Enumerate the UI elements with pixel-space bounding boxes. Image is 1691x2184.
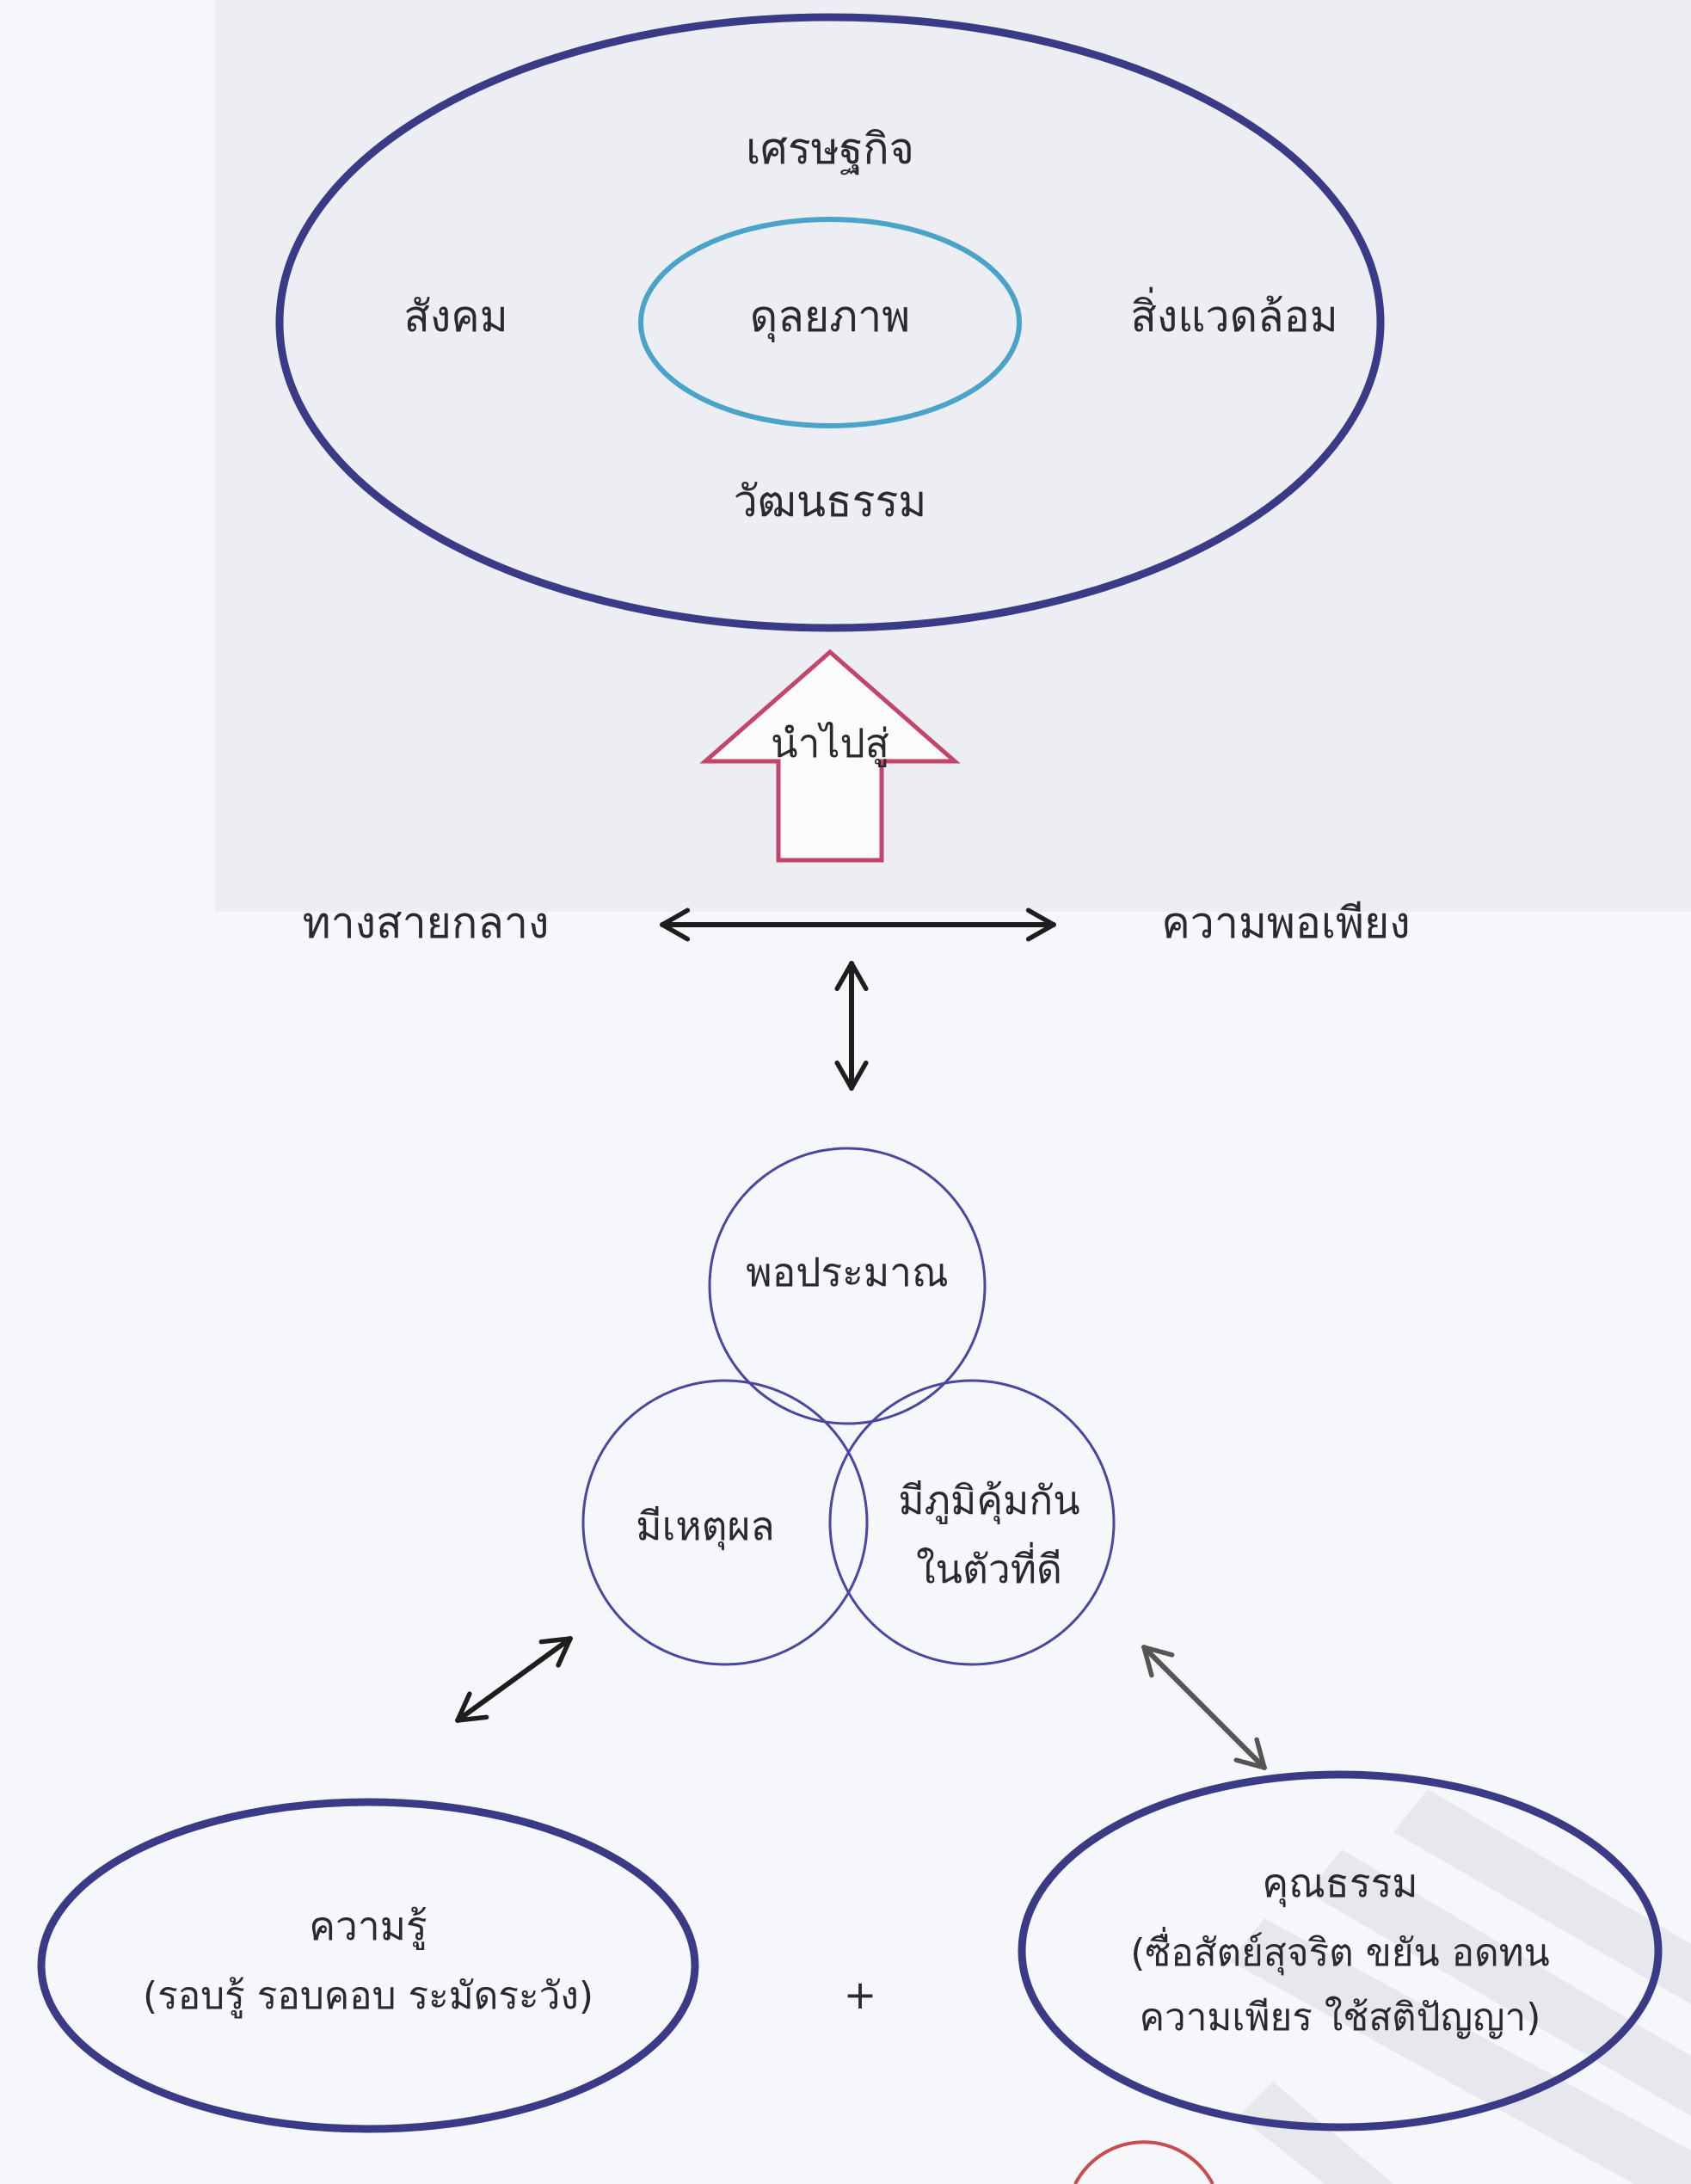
- morality-title: คุณธรรม: [1262, 1860, 1417, 1908]
- venn-circle-reasonableness: [581, 1379, 869, 1666]
- plus-sign: +: [844, 1972, 877, 2018]
- morality-detail-line1: (ซื่อสัตย์สุจริต ขยัน อดทน: [1130, 1926, 1550, 1976]
- stamp-edge: [1073, 2140, 1214, 2184]
- background-panel: [215, 0, 1691, 912]
- middle-path-label: ทางสายกลาง: [303, 898, 550, 948]
- morality-double-arrow: [1141, 1645, 1267, 1770]
- culture-label: วัฒนธรรม: [734, 477, 927, 526]
- society-label: สังคม: [403, 292, 507, 341]
- knowledge-ellipse: [37, 1798, 699, 2133]
- morality-detail-line2: ความเพียร ใช้สติปัญญา): [1140, 1996, 1541, 2039]
- venn-circle-moderation: [708, 1147, 987, 1425]
- balance-label: ดุลยภาพ: [750, 292, 910, 342]
- sufficiency-label: ความพอเพียง: [1161, 898, 1410, 948]
- knowledge-detail: (รอบรู้ รอบคอบ ระมัดระวัง): [143, 1974, 593, 2019]
- moderation-label: พอประมาณ: [746, 1249, 948, 1295]
- immunity-label-line1: มีภูมิคุ้มกัน: [898, 1477, 1079, 1525]
- reasonableness-label: มีเหตุผล: [636, 1503, 774, 1551]
- knowledge-double-arrow: [455, 1636, 573, 1723]
- morality-ellipse: [1018, 1770, 1663, 2132]
- leads-to-arrow: [699, 649, 961, 863]
- leads-to-label: นำไปสู่: [771, 720, 889, 767]
- immunity-label-line2: ในตัวที่ดี: [916, 1541, 1062, 1592]
- economy-label: เศรษฐกิจ: [746, 124, 914, 175]
- venn-circle-immunity: [828, 1379, 1116, 1666]
- outer-ellipse: [275, 13, 1385, 632]
- knowledge-title: ความรู้: [309, 1903, 427, 1950]
- environment-label: สิ่งแวดล้อม: [1130, 287, 1337, 341]
- balance-ellipse: [638, 217, 1022, 428]
- watermark-stripes: [1230, 1789, 1691, 2184]
